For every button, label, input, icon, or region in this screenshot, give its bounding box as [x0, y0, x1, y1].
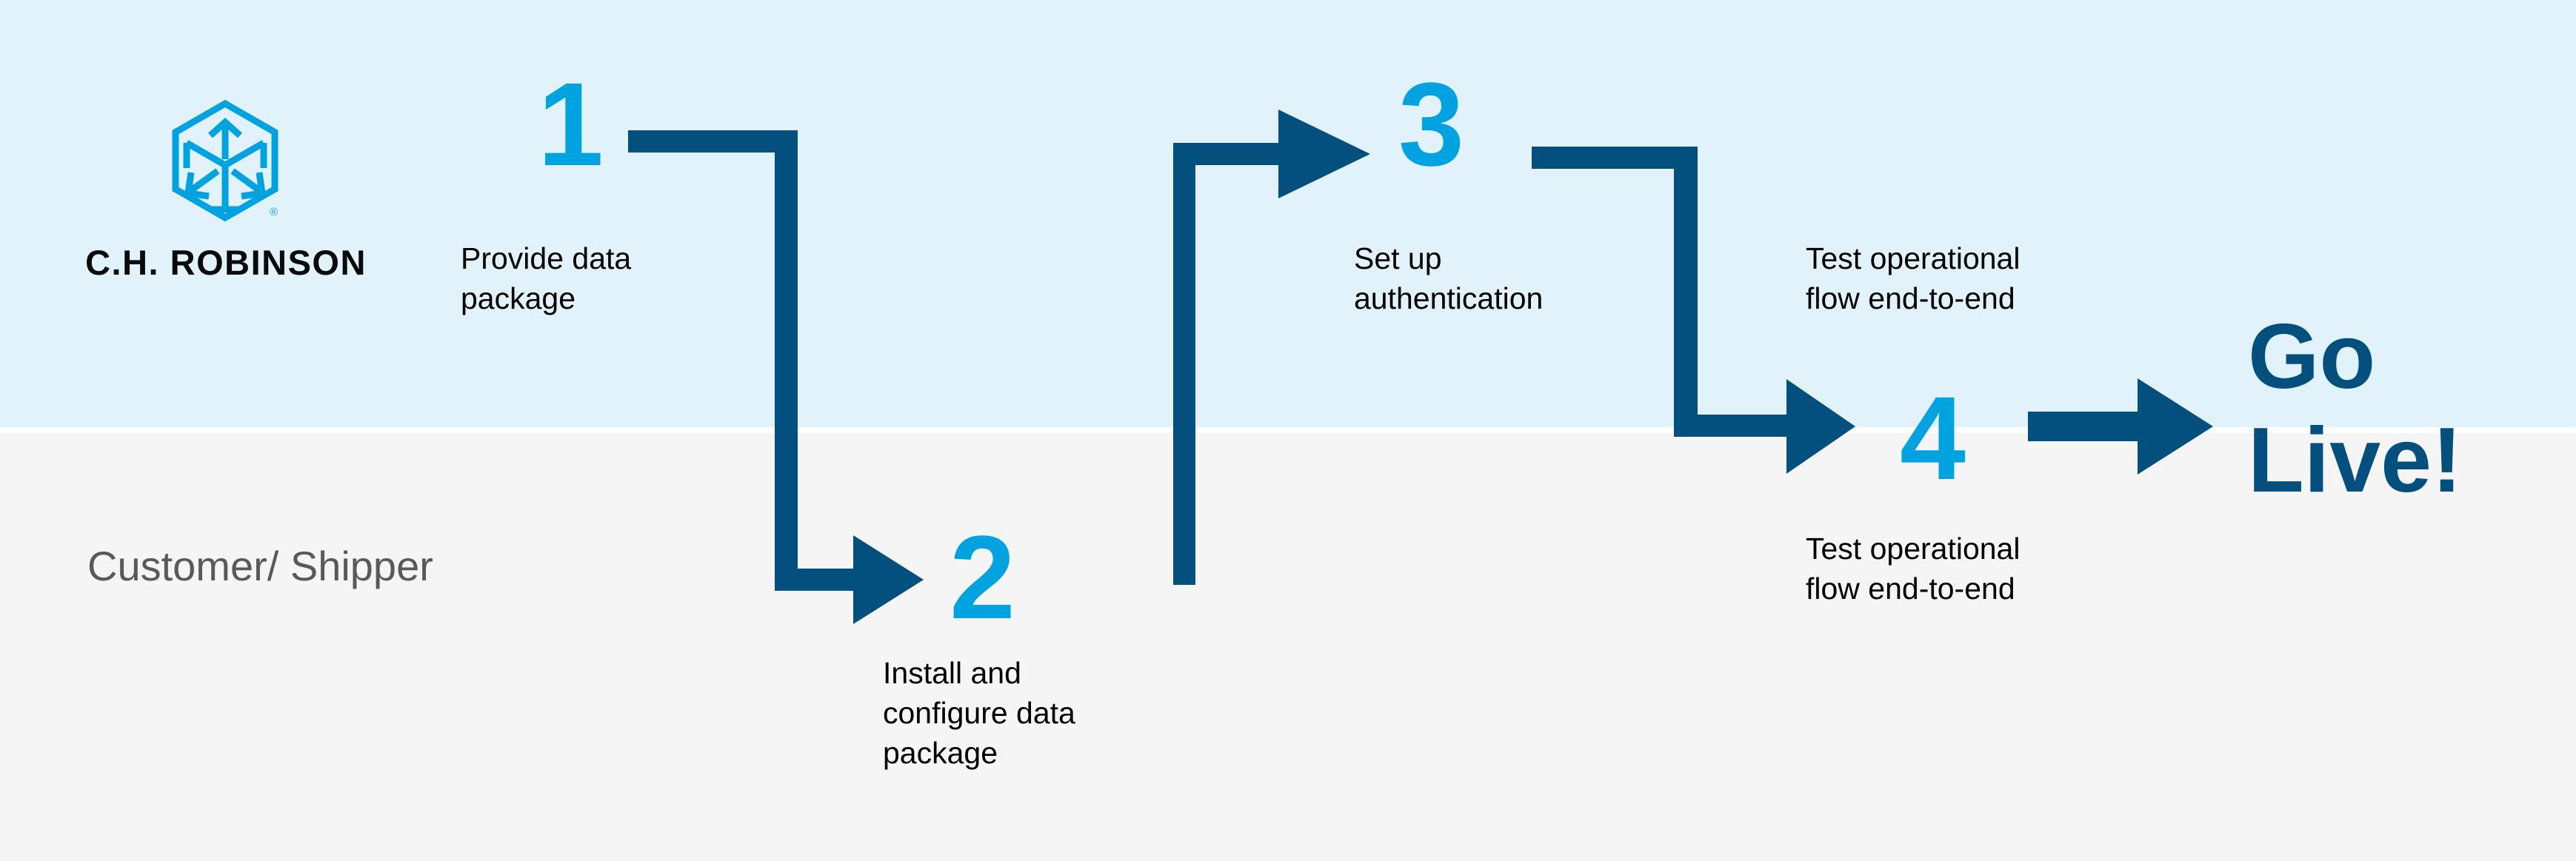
step-caption-after-3: Test operational flow end-to-end	[1806, 241, 2021, 316]
lane-label-customer-shipper: Customer/ Shipper	[87, 543, 433, 589]
hexagon-cube-arrows-icon: ®	[172, 100, 278, 222]
go-live-label: Go Live!	[2248, 306, 2463, 512]
step-number-1: 1	[538, 58, 604, 190]
lane-band-top	[0, 0, 2576, 427]
lane-band-bottom	[0, 433, 2576, 861]
brand-logo: ® C.H. ROBINSON	[74, 100, 378, 300]
step-caption-2: Install and configure data package	[883, 656, 1075, 771]
lane-band-divider	[0, 427, 2576, 433]
step-number-4: 4	[1900, 372, 1966, 504]
step-caption-1: Provide data package	[461, 241, 632, 316]
step-number-2: 2	[950, 511, 1015, 643]
step-caption-3: Set up authentication	[1354, 241, 1544, 316]
step-number-3: 3	[1398, 58, 1464, 190]
registered-mark-icon: ®	[270, 206, 278, 218]
brand-wordmark: C.H. ROBINSON	[85, 243, 367, 282]
step-caption-4: Test operational flow end-to-end	[1806, 532, 2021, 606]
